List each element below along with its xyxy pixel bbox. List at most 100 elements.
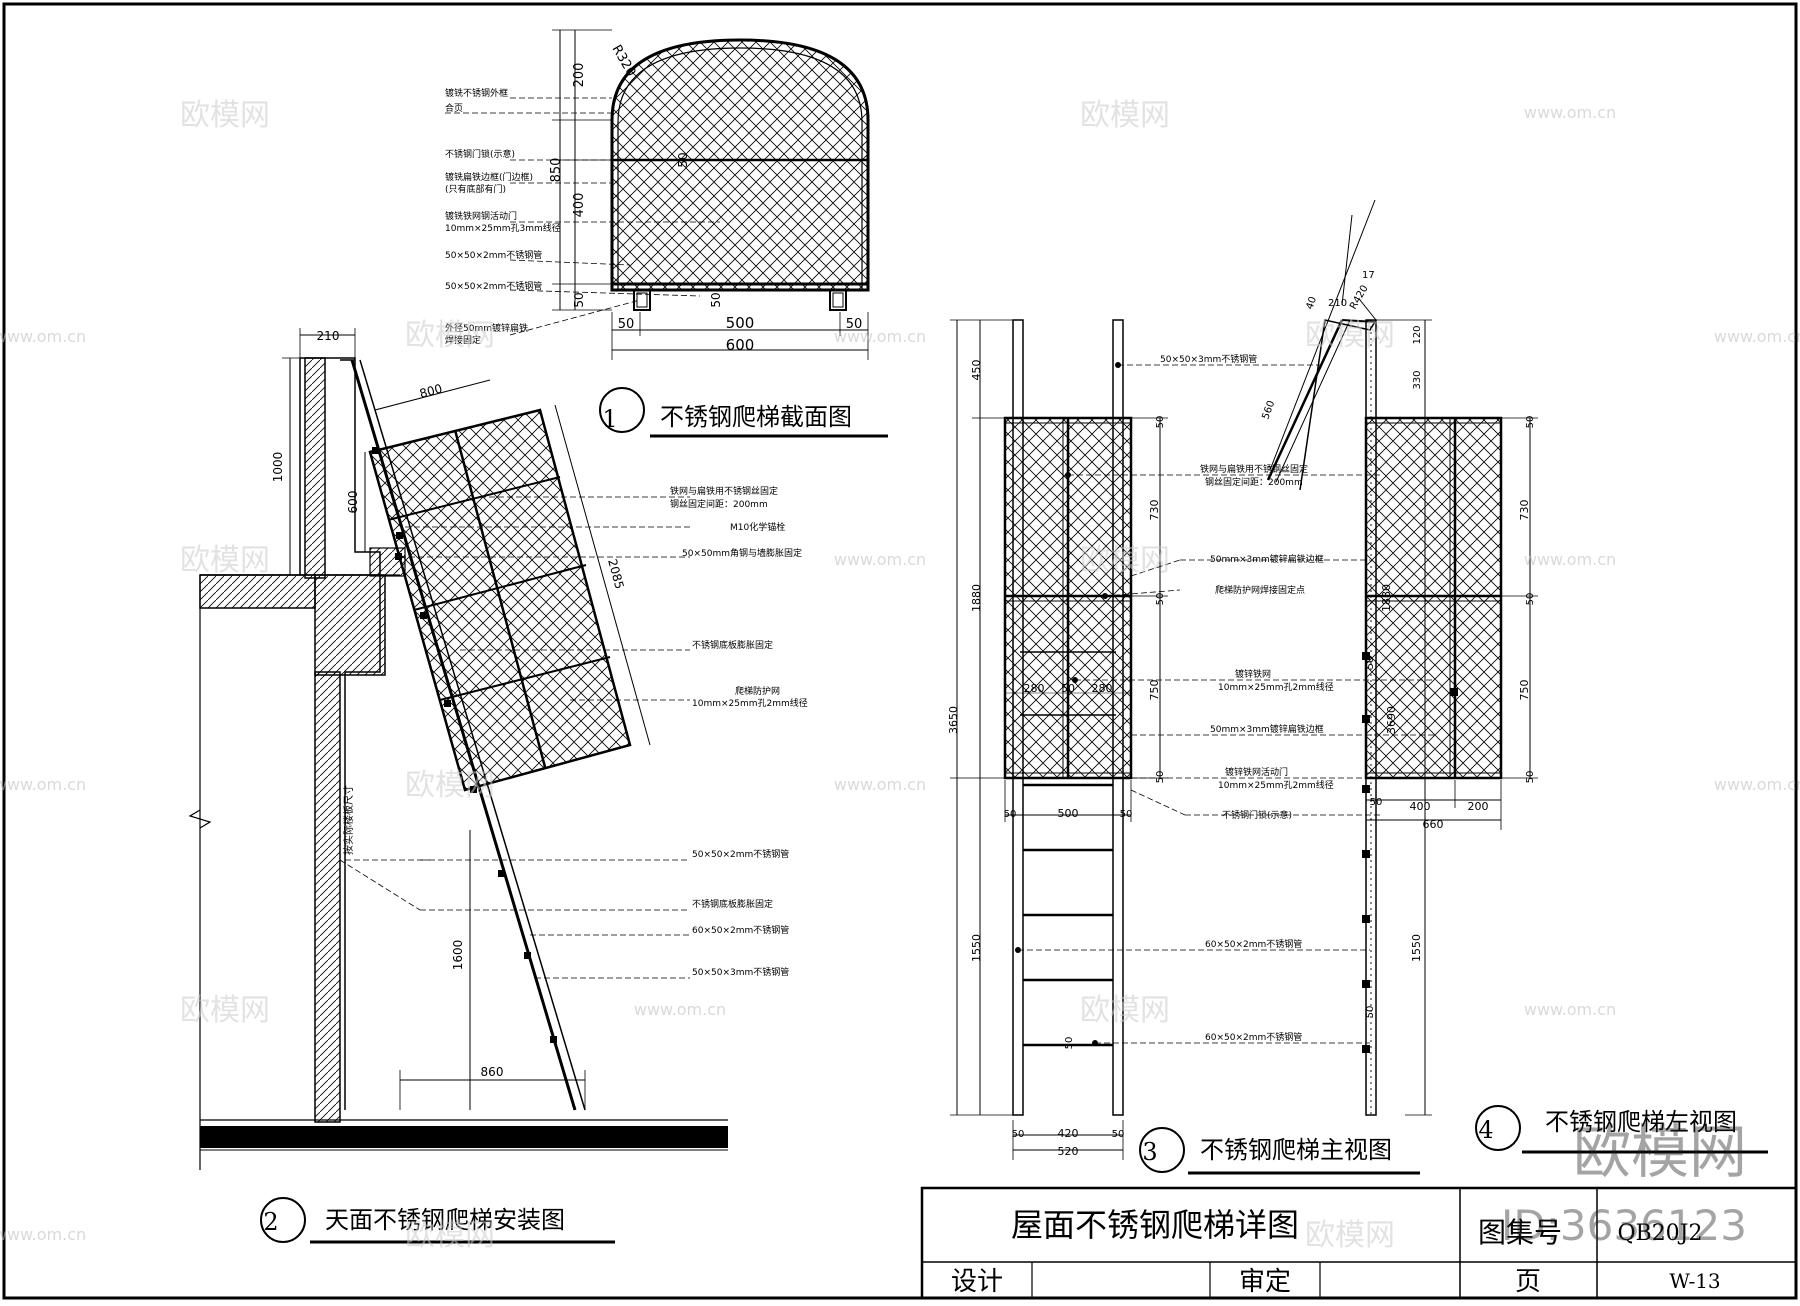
v3-dim-520: 520 (1058, 1145, 1079, 1158)
v3-dim-280b: 280 (1092, 682, 1113, 695)
v3-dim-50g: 50 (1012, 1129, 1025, 1140)
watermark-logo-4: 欧模网 (405, 318, 495, 353)
dim-400: 400 (572, 193, 587, 218)
v2-vertical-note: 按实际楼板尺寸 (342, 785, 355, 855)
v3-dim-1550: 1550 (970, 934, 983, 962)
watermark-logo-6: 欧模网 (180, 543, 270, 578)
v3-dim-500: 500 (1058, 807, 1079, 820)
v3-dim-730: 730 (1148, 500, 1161, 521)
watermark-site-9: www.om.cn (1714, 775, 1800, 794)
watermark-logo-5: 欧模网 (1305, 318, 1395, 353)
v2-dim-800: 800 (418, 381, 444, 400)
v2-note-2: M10化学锚栓 (730, 521, 785, 533)
v1-note-5: 镀铣铁网钢活动门 (445, 210, 517, 222)
view1-title: 不锈钢爬梯截面图 (660, 403, 852, 431)
v3-note-10: 不锈钢门锁(示意) (1222, 809, 1292, 821)
v3-note-6: 10mm×25mm孔2mm线径 (1218, 681, 1334, 693)
v4-dim-17: 17 (1362, 270, 1375, 281)
dim-600: 600 (726, 336, 755, 354)
watermark-site-12: www.om.cn (0, 1225, 86, 1244)
v3-dim-50e: 50 (1004, 809, 1017, 820)
watermarks: 欧模网 ID:3636123 www.om.cn www.om.cn www.o… (0, 98, 1800, 1253)
v2-dim-600: 600 (346, 491, 360, 514)
v1-note-10: 焊接固定 (445, 334, 481, 346)
view2-installation (188, 328, 728, 1244)
v3-note-8: 镀锌铁网活动门 (1225, 766, 1288, 778)
v3-dim-50h: 50 (1112, 1129, 1125, 1140)
v1-note-6: 10mm×25mm孔3mm线径 (445, 222, 561, 234)
page-value: W-13 (1669, 1269, 1720, 1293)
view1-number: 1 (602, 405, 617, 433)
view4-number: 4 (1478, 1116, 1493, 1144)
drawing-title: 屋面不锈钢爬梯详图 (1011, 1206, 1299, 1244)
watermark-site-1: www.om.cn (1524, 103, 1616, 122)
view3-title: 不锈钢爬梯主视图 (1200, 1136, 1392, 1164)
view4-title: 不锈钢爬梯左视图 (1545, 1108, 1737, 1136)
v4-dim-50d: 50 (1370, 797, 1383, 808)
v3-dim-50d: 50 (1061, 682, 1075, 695)
dim-50c: 50 (709, 292, 723, 307)
watermark-site-5: www.om.cn (1524, 1000, 1616, 1019)
view2-title: 天面不锈钢爬梯安装图 (325, 1206, 565, 1234)
v2-note-0: 铁网与扁铁用不锈钢丝固定 (670, 485, 778, 497)
page-label: 页 (1515, 1267, 1541, 1297)
v3-dim-50f: 50 (1120, 809, 1133, 820)
v3-note-11: 60×50×2mm不锈钢管 (1205, 938, 1302, 950)
v4-dim-50e: 50 (1365, 657, 1376, 670)
v1-note-2: 不锈钢门锁(示意) (445, 148, 515, 160)
v4-dim-1550: 1550 (1410, 934, 1423, 962)
v4-dim-1880: 1880 (1380, 584, 1393, 612)
watermark-logo-3: 欧模网 (1080, 98, 1170, 133)
v2-note-9: 60×50×2mm不锈钢管 (692, 924, 789, 936)
watermark-logo-9: 欧模网 (180, 993, 270, 1028)
v2-note-3: 50×50mm角钢与墙膨胀固定 (682, 547, 802, 559)
v4-dim-50b: 50 (1525, 593, 1536, 606)
v1-note-4: (只有底部有门) (445, 183, 506, 195)
v1-note-7: 50×50×2mm不锈钢管 (445, 249, 542, 261)
v4-dim-210: 210 (1328, 298, 1347, 309)
v1-note-0: 镀铣不锈钢外框 (445, 87, 508, 99)
v4-dim-120: 120 (1412, 325, 1423, 344)
v3-dim-50i: 50 (1064, 1037, 1075, 1050)
v4-dim-50f: 50 (1365, 1006, 1376, 1019)
dim-500: 500 (726, 314, 755, 332)
v2-note-4: 不锈钢底板膨胀固定 (692, 639, 773, 651)
watermark-site-10: www.om.cn (0, 327, 86, 346)
v1-note-3: 镀铣扁铁边框(门边框) (445, 171, 533, 183)
view3-number: 3 (1142, 1138, 1157, 1166)
v2-note-6: 10mm×25mm孔2mm线径 (692, 697, 808, 709)
v1-note-8: 50×50×2mm不锈钢管 (445, 280, 542, 292)
review-label: 审定 (1239, 1267, 1291, 1297)
view3-texts: 3 不锈钢爬梯主视图 450 1880 3650 1550 730 750 50… (947, 353, 1392, 1166)
watermark-site-6: www.om.cn (634, 1000, 726, 1019)
v4-dim-200: 200 (1468, 800, 1489, 813)
dim-200: 200 (572, 63, 587, 88)
v4-dim-50c: 50 (1525, 771, 1536, 784)
v3-dim-420: 420 (1058, 1127, 1079, 1140)
v2-note-7: 50×50×2mm不锈钢管 (692, 848, 789, 860)
watermark-id: ID:3636123 (1501, 1201, 1747, 1250)
v3-note-12: 60×50×2mm不锈钢管 (1205, 1031, 1302, 1043)
v3-dim-50a: 50 (1155, 416, 1166, 429)
v3-dim-50b: 50 (1155, 593, 1166, 606)
v4-dim-r420: R420 (1348, 283, 1371, 311)
v4-dim-50a: 50 (1525, 416, 1536, 429)
watermark-site-3: www.om.cn (834, 775, 926, 794)
dim-850: 850 (549, 158, 564, 183)
dim-50d: 50 (618, 317, 635, 332)
title-block (920, 1186, 1798, 1300)
v3-note-5: 镀锌铁网 (1235, 668, 1271, 680)
v3-dim-50c: 50 (1155, 771, 1166, 784)
v4-dim-40: 40 (1304, 295, 1319, 311)
v2-dim-1000: 1000 (271, 452, 285, 483)
v2-note-8: 不锈钢底板膨胀固定 (692, 898, 773, 910)
v3-dim-280a: 280 (1024, 682, 1045, 695)
v1-note-1: 合页 (445, 102, 463, 114)
v4-dim-750: 750 (1518, 680, 1531, 701)
watermark-logo: 欧模网 (1573, 1118, 1747, 1186)
v3-dim-450: 450 (970, 360, 983, 381)
v3-note-4: 爬梯防护网焊接固定点 (1215, 584, 1305, 596)
watermark-logo-7: 欧模网 (1080, 543, 1170, 578)
